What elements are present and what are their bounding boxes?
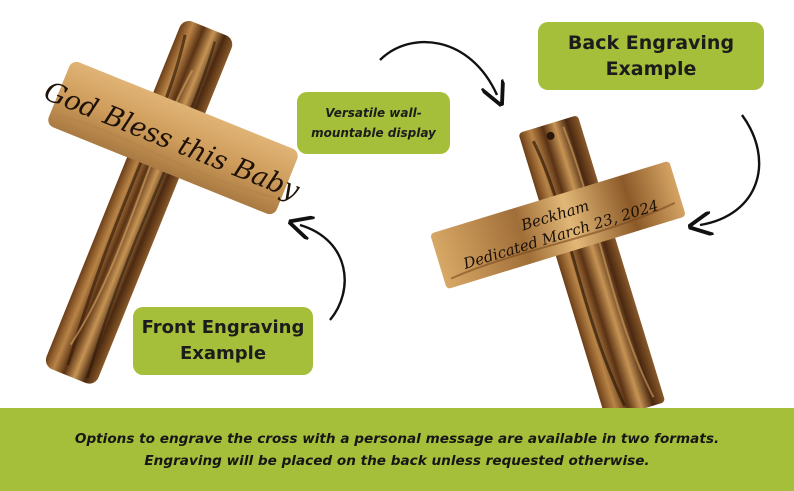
front-engraving-label-line-1: Front Engraving (141, 317, 305, 338)
arrow-back-label-to-cross (700, 114, 761, 225)
arrow-to-back-cross (379, 40, 497, 95)
back-cross-vertical-beam (519, 116, 665, 420)
front-engraving-label-line-2: Example (179, 343, 267, 364)
front-cross: God Bless this Baby (40, 20, 304, 384)
mounting-hole (546, 131, 555, 140)
arrow-front-label-to-cross (300, 225, 346, 321)
back-engraving-label-line-2: Example (605, 58, 697, 80)
back-engraving-label-line-1: Back Engraving (567, 32, 735, 54)
back-cross: Beckham Dedicated March 23, 2024 (430, 116, 686, 420)
wall-mount-label-line-1: Versatile wall- (325, 106, 422, 120)
footer-line-2: Engraving will be placed on the back unl… (144, 452, 650, 469)
front-engraving-label: Front Engraving Example (133, 307, 313, 375)
footer-line-1: Options to engrave the cross with a pers… (74, 430, 720, 447)
wall-mount-label: Versatile wall- mountable display (297, 92, 450, 154)
wall-mount-label-line-2: mountable display (311, 126, 436, 140)
footer-banner: Options to engrave the cross with a pers… (0, 408, 794, 491)
back-engraving-label: Back Engraving Example (538, 22, 764, 90)
